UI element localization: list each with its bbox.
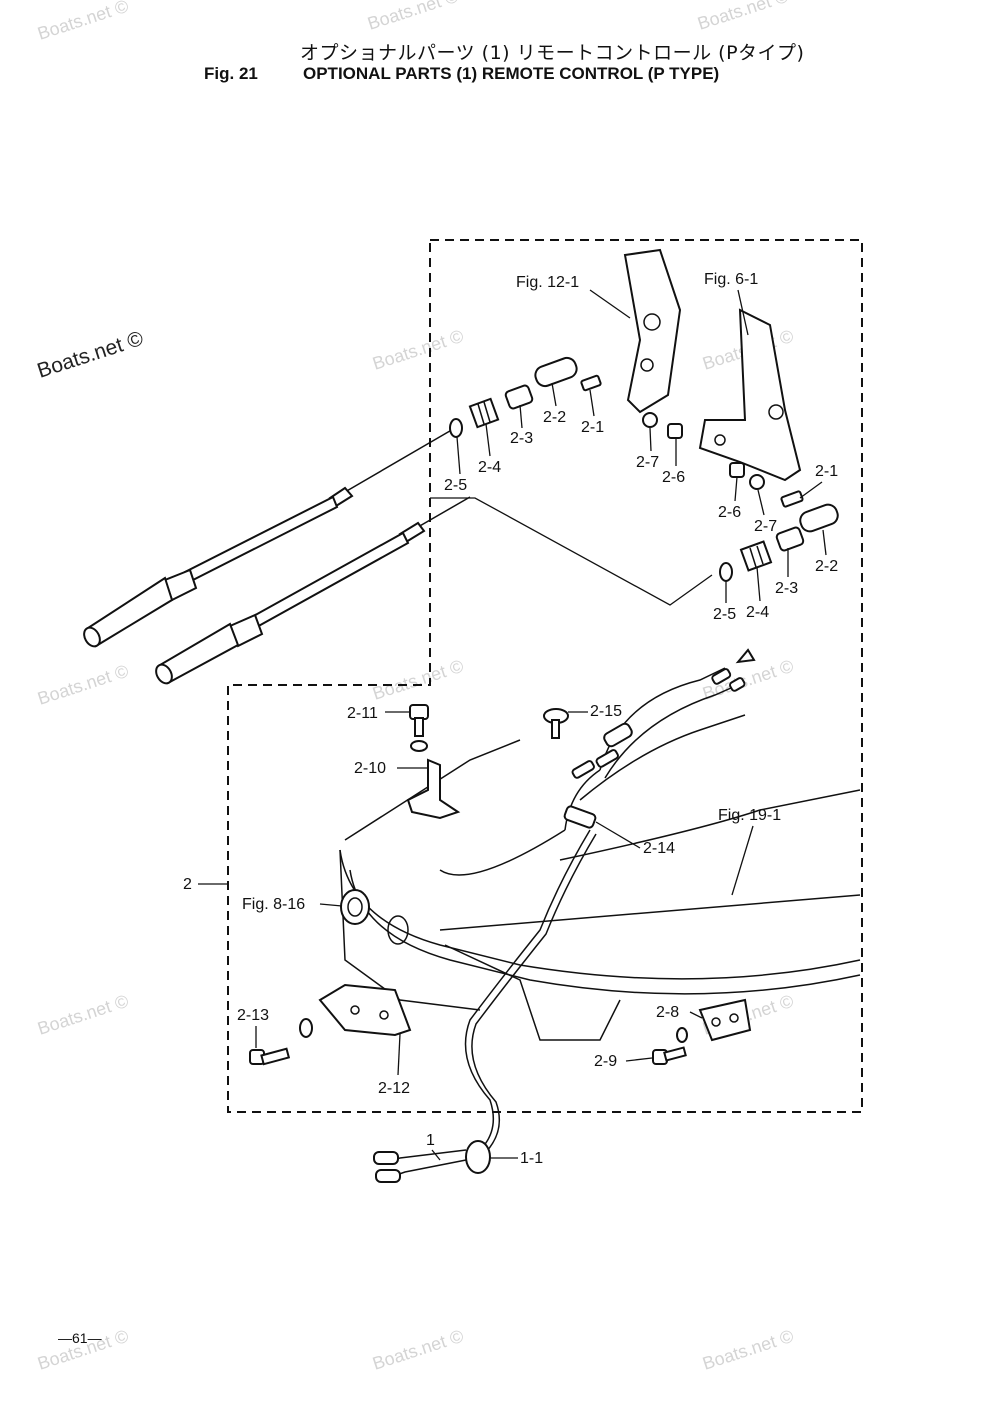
bolt-2-11-icon (409, 704, 429, 720)
watermark: Boats.net © (370, 1326, 466, 1374)
pin-2-1-icon (780, 490, 804, 508)
washer-2-5-icon (719, 562, 733, 582)
harness-end-1 (373, 1140, 491, 1183)
bracket-2-12 (249, 983, 412, 1066)
washer-icon (676, 1027, 688, 1043)
label-1: 1 (426, 1132, 435, 1149)
label-2-3: 2-3 (510, 430, 533, 447)
cable-connector-line (430, 497, 713, 606)
nut-2-6-icon (667, 423, 683, 439)
ref-fig-19-1: Fig. 19-1 (718, 807, 781, 824)
label-2-5: 2-5 (444, 477, 467, 494)
label-2-7: 2-7 (636, 454, 659, 471)
label-2-3: 2-3 (775, 580, 798, 597)
pin-2-1-icon (580, 374, 602, 392)
label-2-2: 2-2 (815, 558, 838, 575)
bolt-shank (414, 717, 424, 737)
screw-2-15 (543, 708, 569, 739)
spring-2-4-icon (468, 397, 500, 429)
joint-2-3-icon (775, 526, 805, 552)
bracket-2-10 (406, 704, 461, 820)
watermark: Boats.net © (365, 0, 461, 34)
grommet-1-1-icon (465, 1140, 491, 1174)
label-2-1: 2-1 (815, 463, 838, 480)
ref-fig-6-1: Fig. 6-1 (704, 271, 758, 288)
label-2-2: 2-2 (543, 409, 566, 426)
spring-2-4-icon (739, 540, 773, 572)
watermarks: Boats.net © Boats.net © Boats.net © Boat… (34, 0, 796, 1374)
label-2-4: 2-4 (478, 459, 501, 476)
title-japanese: オプショナルパーツ (1) リモートコントロール (Pタイプ) (300, 42, 805, 64)
wiring-harness (439, 648, 756, 1153)
label-2-9: 2-9 (594, 1053, 617, 1070)
label-2-1: 2-1 (581, 419, 604, 436)
label-2-15: 2-15 (590, 703, 622, 720)
label-2-11: 2-11 (347, 705, 378, 722)
ref-fig-8-16: Fig. 8-16 (242, 896, 305, 913)
watermark-prominent: Boats.net © (34, 327, 146, 383)
label-2-13: 2-13 (237, 1007, 269, 1024)
watermark: Boats.net © (35, 661, 131, 709)
washer-2-5-icon (449, 418, 463, 438)
label-2-8: 2-8 (656, 1004, 679, 1021)
washer-2-7-icon (642, 412, 658, 428)
lower-cable-fittings (719, 462, 839, 582)
bracket-fig-12-1 (623, 248, 682, 414)
dashed-group-boundary (227, 239, 863, 1113)
watermark: Boats.net © (35, 991, 131, 1039)
label-2-6: 2-6 (718, 504, 741, 521)
label-2-6: 2-6 (662, 469, 685, 486)
watermark: Boats.net © (35, 0, 131, 44)
washer-2-7-icon (749, 474, 765, 490)
sleeve-2-2-icon (534, 356, 578, 388)
ref-fig-12-1: Fig. 12-1 (516, 274, 579, 291)
watermark: Boats.net © (695, 0, 791, 34)
label-2-12: 2-12 (378, 1080, 410, 1097)
label-2: 2 (183, 876, 192, 893)
bracket-fig-6-1 (698, 308, 802, 482)
nut-2-6-icon (729, 462, 745, 478)
sleeve-2-2-icon (799, 503, 839, 533)
clamp-2-14-icon (563, 805, 597, 829)
page-number: —61— (58, 1330, 102, 1346)
watermark: Boats.net © (370, 326, 466, 374)
label-2-14: 2-14 (643, 840, 675, 857)
title-english: OPTIONAL PARTS (1) REMOTE CONTROL (P TYP… (303, 64, 720, 83)
upper-cable-fittings (449, 356, 683, 439)
label-2-7: 2-7 (754, 518, 777, 535)
label-2-10: 2-10 (354, 760, 386, 777)
washer-icon (410, 740, 428, 752)
remote-cables (83, 427, 471, 685)
washer-icon (299, 1018, 313, 1038)
label-2-4: 2-4 (746, 604, 769, 621)
watermark: Boats.net © (370, 656, 466, 704)
figure-number: Fig. 21 (204, 64, 258, 83)
watermark: Boats.net © (700, 1326, 796, 1374)
plate-2-8 (652, 998, 752, 1065)
joint-2-3-icon (504, 384, 534, 410)
label-2-5: 2-5 (713, 606, 736, 623)
bushing-fig-8-16 (340, 889, 370, 925)
label-1-1: 1-1 (520, 1150, 543, 1167)
